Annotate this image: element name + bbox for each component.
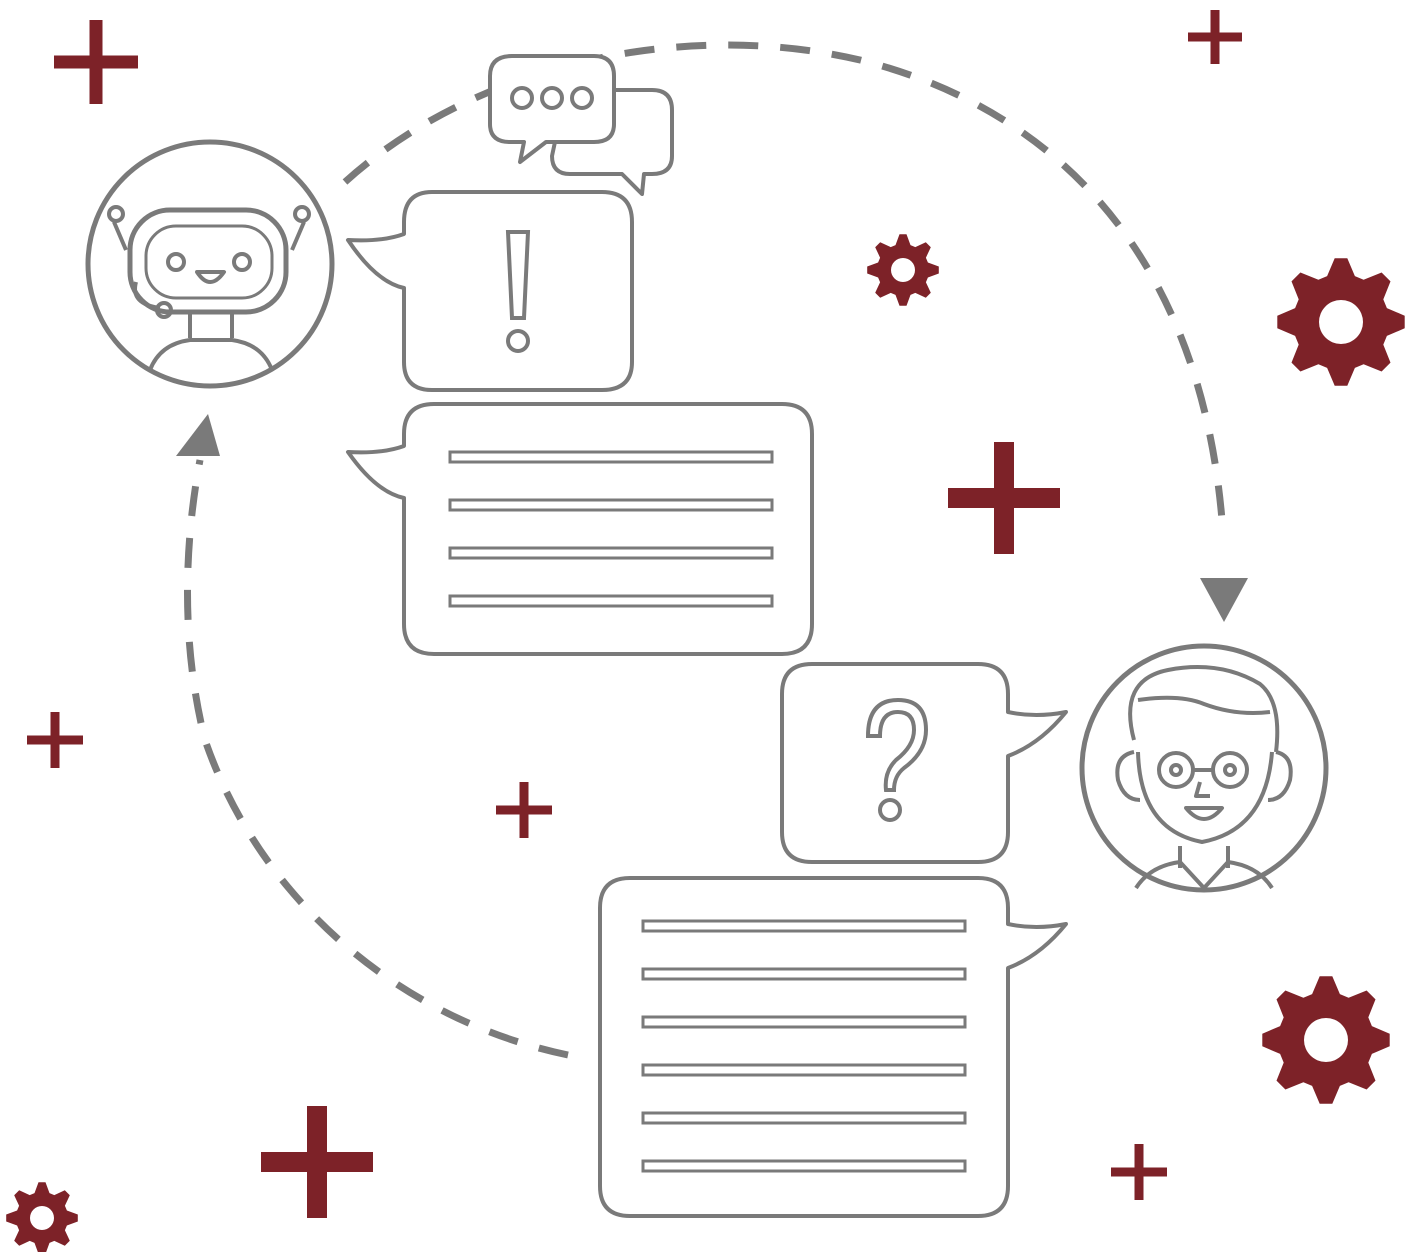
message-line: [448, 594, 774, 608]
gear-icon: [1277, 258, 1405, 386]
bot-message-bubble: [346, 402, 814, 656]
bot-message-lines: [448, 450, 774, 608]
cycle-arrow-bottom: [184, 459, 569, 1059]
gear-icon: [6, 1182, 78, 1252]
bot-alert-bubble: [346, 190, 634, 392]
message-line: [641, 1015, 967, 1029]
message-line: [641, 1063, 967, 1077]
plus-icon: [261, 1106, 373, 1218]
message-line: [641, 1111, 967, 1125]
message-line: [641, 967, 967, 981]
plus-icon: [54, 20, 138, 104]
plus-icon: [27, 712, 83, 768]
typing-dots-icon: [488, 54, 674, 196]
human-message-bubble: [598, 876, 1068, 1218]
arrowhead-up: [176, 414, 220, 456]
plus-icon: [948, 442, 1060, 554]
question-mark-icon: [865, 697, 929, 822]
human-message-lines: [641, 919, 967, 1173]
message-line: [448, 546, 774, 560]
plus-icon: [1188, 10, 1242, 64]
plus-icon: [496, 782, 552, 838]
plus-icon: [1111, 1144, 1167, 1200]
plus-icons: [27, 10, 1242, 1218]
message-line: [448, 450, 774, 464]
person-avatar-icon: [1079, 643, 1329, 893]
exclamation-icon: [505, 230, 531, 353]
gear-icons: [6, 234, 1405, 1252]
message-line: [641, 919, 967, 933]
robot-avatar-icon: [85, 139, 335, 389]
gear-icon: [1262, 976, 1390, 1104]
gear-icon: [867, 234, 939, 306]
arrowhead-down: [1200, 578, 1248, 622]
message-line: [448, 498, 774, 512]
message-line: [641, 1159, 967, 1173]
human-question-bubble: [780, 662, 1068, 864]
